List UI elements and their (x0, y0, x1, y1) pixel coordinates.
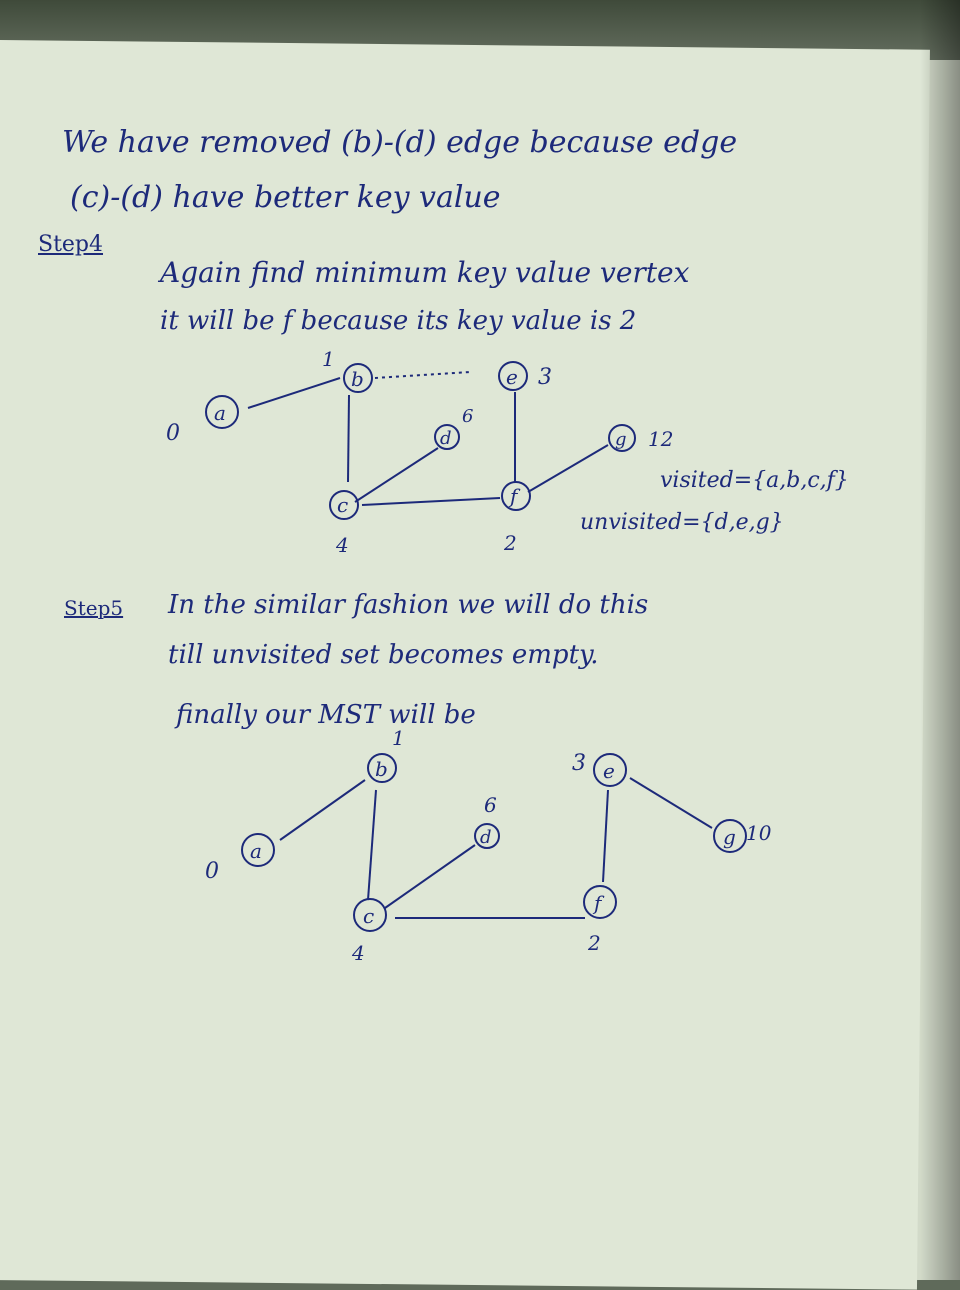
graph2-node-a: a (241, 833, 275, 867)
graph1-key-g: 12 (648, 427, 673, 451)
visited-set: visited={a,b,c,f} (660, 468, 849, 493)
graph2-node-a-letter: a (250, 839, 262, 863)
unvisited-set: unvisited={d,e,g} (580, 510, 784, 535)
step5-label: Step5 (64, 596, 124, 620)
step4-line-1: Again find minimum key value vertex (160, 256, 690, 289)
note-line-2: (c)-(d) have better key value (70, 180, 501, 215)
graph1-edge-b-e (374, 371, 471, 379)
graph2-key-g: 10 (746, 821, 772, 845)
step5-line-1: In the similar fashion we will do this (168, 590, 649, 620)
graph1-node-e-letter: e (506, 365, 518, 389)
graph2-edge-e-f (602, 789, 609, 883)
graph2-key-f: 2 (587, 931, 601, 955)
graph1-node-f: f (501, 481, 531, 511)
graph2-node-f-letter: f (592, 891, 605, 915)
graph1-node-b: b (343, 363, 373, 393)
graph2-key-b: 1 (392, 726, 405, 750)
graph2-node-g-letter: g (723, 825, 736, 849)
graph2-node-e: e (593, 753, 627, 787)
graph2-edge-c-d (384, 844, 476, 909)
graph2-node-g: g (713, 819, 747, 853)
graph1-key-b: 1 (322, 347, 335, 371)
graph1-edge-c-f (361, 497, 501, 506)
graph2-key-e: 3 (572, 751, 586, 776)
graph2-edge-a-b (279, 779, 366, 841)
graph1-node-a-letter: a (214, 401, 226, 425)
graph2-node-e-letter: e (603, 759, 615, 783)
graph1-node-e: e (498, 361, 528, 391)
graph2-node-b-letter: b (375, 757, 388, 781)
graph1-key-d: 6 (462, 406, 473, 427)
graph2-node-b: b (367, 753, 397, 783)
graph1-node-d-letter: d (440, 428, 452, 449)
graph1-node-c: c (329, 490, 359, 520)
graph2-node-d-letter: d (480, 827, 492, 848)
graph1-edge-b-c (347, 394, 350, 483)
graph1-node-c-letter: c (337, 493, 348, 517)
graph1-edge-a-b (247, 377, 341, 409)
graph1-node-g-letter: g (615, 429, 627, 450)
graph2-key-d: 6 (484, 793, 497, 817)
step4-line-2: it will be f because its key value is 2 (160, 306, 637, 336)
graph2-key-c: 4 (351, 941, 365, 965)
step5-line-2: till unvisited set becomes empty. (168, 640, 599, 670)
final-line: finally our MST will be (176, 700, 476, 730)
graph1-key-c: 4 (335, 533, 349, 557)
graph2-edge-b-c (367, 789, 377, 901)
graph2-node-c: c (353, 898, 387, 932)
step4-label: Step4 (38, 232, 104, 257)
graph2-node-c-letter: c (363, 904, 374, 928)
graph1-edge-c-d (354, 447, 439, 503)
graph1-node-f-letter: f (508, 484, 521, 508)
graph1-node-a: a (205, 395, 239, 429)
graph1-node-b-letter: b (351, 367, 364, 391)
graph2-key-a: 0 (205, 859, 219, 884)
graph2-edges (279, 777, 713, 919)
graph2-node-d: d (474, 823, 500, 849)
graph1-key-e: 3 (538, 365, 552, 390)
graph1-edge-f-g (527, 444, 609, 493)
page-shadow (920, 0, 960, 1280)
note-line-1: We have removed (b)-(d) edge because edg… (62, 125, 738, 160)
graph1-node-g: g (608, 424, 636, 452)
graph1-node-d: d (434, 424, 460, 450)
graph2-node-f: f (583, 885, 617, 919)
graph1-key-a: 0 (166, 421, 180, 446)
graph2-edge-e-g (629, 777, 713, 829)
graph1-edges (247, 371, 609, 506)
graph1-key-f: 2 (503, 531, 517, 555)
